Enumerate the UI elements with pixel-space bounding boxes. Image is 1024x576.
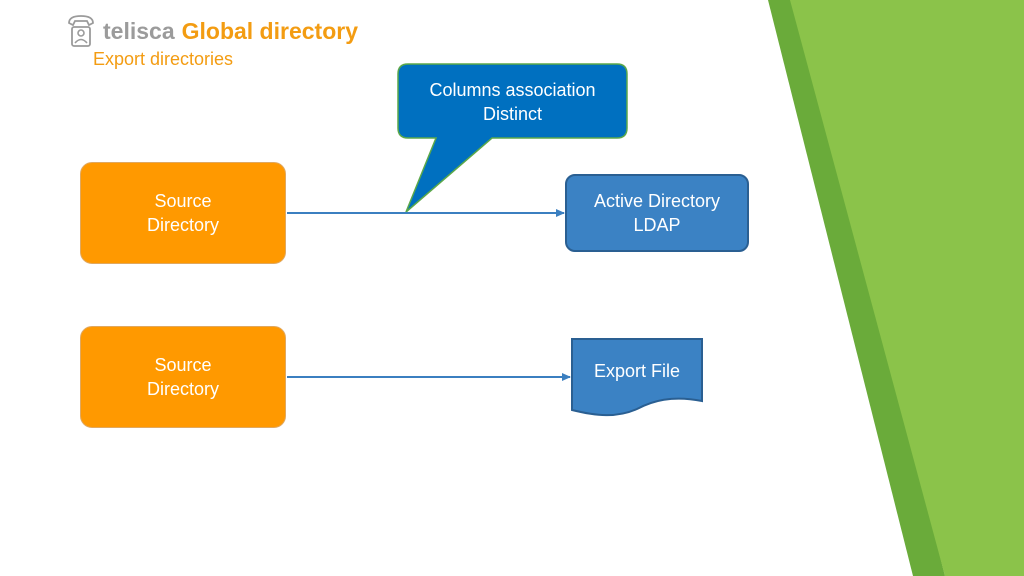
page-subtitle: Export directories bbox=[93, 49, 234, 69]
active-directory-ldap-box: Active Directory LDAP bbox=[565, 174, 749, 252]
brand-name: telisca bbox=[103, 18, 175, 44]
source-directory-box-1: Source Directory bbox=[80, 162, 286, 264]
telephone-icon bbox=[68, 15, 94, 47]
export-file-shape bbox=[571, 338, 703, 417]
brand-product: Global directory bbox=[181, 18, 358, 44]
callout-label: Columns association Distinct bbox=[429, 80, 596, 124]
decorative-green-stripe bbox=[790, 0, 1024, 576]
decorative-green-stripe-dark bbox=[768, 0, 945, 576]
callout-bubble bbox=[397, 63, 628, 213]
export-file-label: Export File bbox=[593, 360, 681, 381]
source-directory-box-2: Source Directory bbox=[80, 326, 286, 428]
